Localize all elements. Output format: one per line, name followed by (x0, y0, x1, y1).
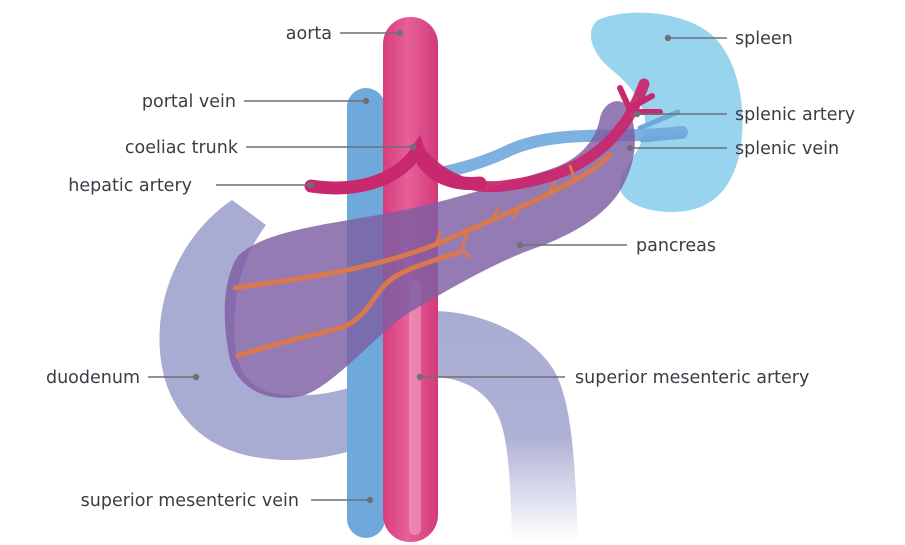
label-superior-mesenteric-artery: superior mesenteric artery (575, 368, 809, 388)
label-portal-vein: portal vein (142, 92, 236, 112)
label-duodenum: duodenum (46, 368, 140, 388)
label-superior-mesenteric-vein: superior mesenteric vein (81, 491, 299, 511)
label-pancreas: pancreas (636, 236, 716, 256)
label-spleen: spleen (735, 29, 793, 49)
label-splenic-artery: splenic artery (735, 105, 855, 125)
label-splenic-vein: splenic vein (735, 139, 839, 159)
label-hepatic-artery: hepatic artery (68, 176, 192, 196)
label-aorta: aorta (286, 24, 332, 44)
label-coeliac-trunk: coeliac trunk (125, 138, 239, 158)
aorta-highlight (409, 280, 421, 535)
